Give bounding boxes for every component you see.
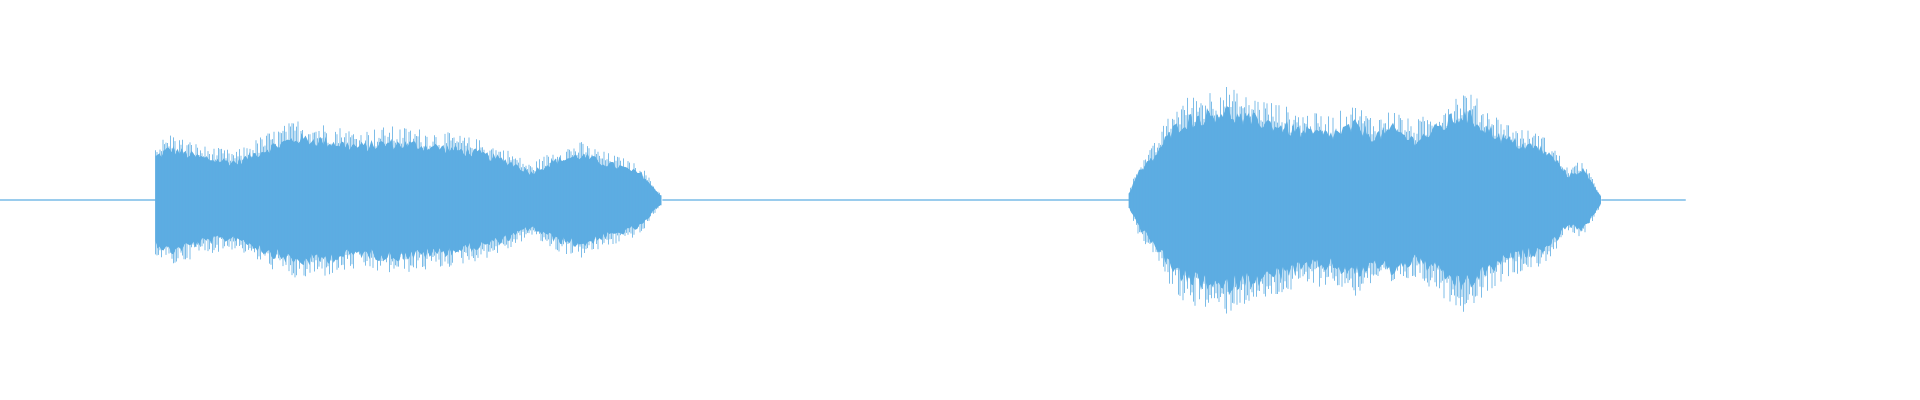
waveform-body	[155, 132, 662, 266]
waveform-segment-1	[1128, 87, 1601, 314]
waveform-segment-0	[155, 121, 662, 278]
